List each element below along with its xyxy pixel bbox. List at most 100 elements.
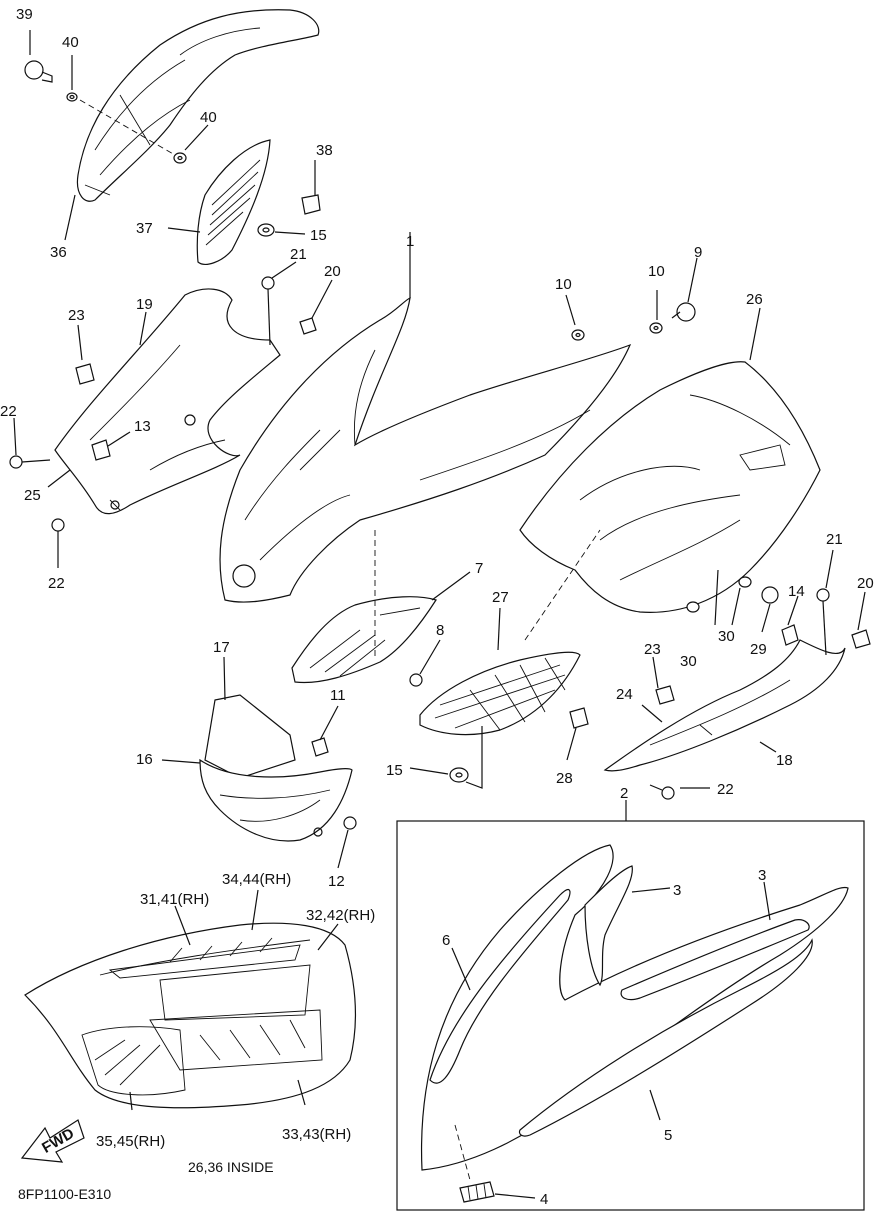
part-15-grommet-a bbox=[257, 223, 275, 237]
callout-21-a: 21 bbox=[290, 246, 307, 263]
callout-10-a: 10 bbox=[555, 276, 572, 293]
part-15-grommet-b bbox=[449, 767, 469, 783]
part-18-right-lower-cover bbox=[603, 639, 846, 772]
callout-9: 9 bbox=[694, 244, 702, 261]
callout-26: 26 bbox=[746, 291, 763, 308]
graphic-stripes-assembly bbox=[24, 922, 357, 1109]
callout-5: 5 bbox=[664, 1127, 672, 1144]
fwd-arrow-icon: FWD bbox=[20, 1119, 85, 1163]
callout-40-a: 40 bbox=[62, 34, 79, 51]
callout-10-b: 10 bbox=[648, 263, 665, 280]
callout-27: 27 bbox=[492, 589, 509, 606]
part-14-clip bbox=[781, 624, 799, 646]
callout-30-a: 30 bbox=[718, 628, 735, 645]
callout-21-b: 21 bbox=[826, 531, 843, 548]
part-22-screw-c bbox=[649, 784, 675, 800]
callout-3-a: 3 bbox=[673, 882, 681, 899]
callout-30-b: 30 bbox=[680, 653, 697, 670]
callout-40-b: 40 bbox=[200, 109, 217, 126]
diagram-code: 8FP1100-E310 bbox=[18, 1186, 111, 1202]
callout-18: 18 bbox=[776, 752, 793, 769]
part-8-screw bbox=[409, 673, 423, 687]
part-9-bolt bbox=[671, 302, 696, 322]
callout-38: 38 bbox=[316, 142, 333, 159]
part-40-washer-b bbox=[173, 152, 187, 164]
part-22-screw-b bbox=[51, 518, 65, 532]
part-7-duct bbox=[291, 596, 437, 684]
part-13-clip bbox=[91, 439, 111, 461]
callout-3-b: 3 bbox=[758, 867, 766, 884]
part-17-inner-panel bbox=[204, 694, 296, 779]
part-4-emblem bbox=[459, 1181, 495, 1203]
part-39-bolt bbox=[24, 60, 53, 83]
part-40-washer-a bbox=[66, 92, 78, 102]
callout-15-a: 15 bbox=[310, 227, 327, 244]
callout-20-a: 20 bbox=[324, 263, 341, 280]
callout-12: 12 bbox=[328, 873, 345, 890]
callout-11: 11 bbox=[330, 687, 346, 704]
part-1-main-side-cover bbox=[219, 297, 632, 603]
part-3-stripe-a bbox=[584, 865, 633, 987]
part-10-washer-b bbox=[649, 322, 663, 334]
part-28-clip bbox=[569, 707, 589, 729]
callout-1: 1 bbox=[406, 233, 414, 250]
part-29-bolt bbox=[761, 586, 779, 604]
part-23-clip-a bbox=[75, 363, 95, 385]
callout-16: 16 bbox=[136, 751, 153, 768]
part-30-washer-a bbox=[738, 576, 752, 588]
part-23-clip-b bbox=[655, 685, 675, 705]
callout-4: 4 bbox=[540, 1191, 548, 1208]
callout-22-b: 22 bbox=[48, 575, 65, 592]
part-12-screw bbox=[343, 816, 357, 830]
callout-35-45: 35,45(RH) bbox=[96, 1133, 165, 1150]
callout-15-b: 15 bbox=[386, 762, 403, 779]
part-2-assembly-box bbox=[396, 820, 865, 1211]
callout-2: 2 bbox=[620, 785, 628, 802]
callout-22-c: 22 bbox=[717, 781, 734, 798]
part-38-clip bbox=[301, 194, 321, 215]
callout-6: 6 bbox=[442, 932, 450, 949]
part-26-right-cover bbox=[519, 361, 821, 613]
callout-17: 17 bbox=[213, 639, 230, 656]
callout-37: 37 bbox=[136, 220, 153, 237]
callout-24: 24 bbox=[616, 686, 633, 703]
callout-22-a: 22 bbox=[0, 403, 17, 420]
part-19-left-inner-cover bbox=[54, 288, 281, 515]
part-20-nut-b bbox=[851, 629, 871, 649]
callout-23-a: 23 bbox=[68, 307, 85, 324]
callout-39: 39 bbox=[16, 6, 33, 23]
part-30-washer-b bbox=[686, 601, 700, 613]
callout-20-b: 20 bbox=[857, 575, 874, 592]
callout-23-b: 23 bbox=[644, 641, 661, 658]
callout-33-43: 33,43(RH) bbox=[282, 1126, 351, 1143]
part-37-side-grille bbox=[196, 139, 271, 265]
callout-29: 29 bbox=[750, 641, 767, 658]
part-16-lower-front-cover bbox=[199, 758, 353, 842]
part-36-front-panel bbox=[76, 9, 320, 202]
callout-7: 7 bbox=[475, 560, 483, 577]
part-10-washer-a bbox=[571, 329, 585, 341]
part-6-stripe bbox=[429, 888, 571, 1084]
callout-34-44: 34,44(RH) bbox=[222, 871, 291, 888]
callout-14: 14 bbox=[788, 583, 805, 600]
callout-28: 28 bbox=[556, 770, 573, 787]
part-11-clip bbox=[311, 737, 329, 757]
inside-note: 26,36 INSIDE bbox=[188, 1159, 274, 1175]
callout-8: 8 bbox=[436, 622, 444, 639]
callout-13: 13 bbox=[134, 418, 151, 435]
callout-36: 36 bbox=[50, 244, 67, 261]
callout-19: 19 bbox=[136, 296, 153, 313]
callout-31-41: 31,41(RH) bbox=[140, 891, 209, 908]
callout-32-42: 32,42(RH) bbox=[306, 907, 375, 924]
part-21-screw-a bbox=[261, 276, 275, 346]
part-21-screw-b bbox=[816, 588, 830, 656]
part-5-stripe bbox=[518, 938, 813, 1137]
part-2-side-cover-assembly bbox=[420, 844, 849, 1171]
part-3-stripe-b bbox=[620, 919, 810, 1001]
callout-25: 25 bbox=[24, 487, 41, 504]
part-27-mesh-grille bbox=[419, 651, 581, 736]
part-22-screw-a bbox=[9, 455, 51, 469]
part-20-nut-a bbox=[299, 317, 317, 335]
